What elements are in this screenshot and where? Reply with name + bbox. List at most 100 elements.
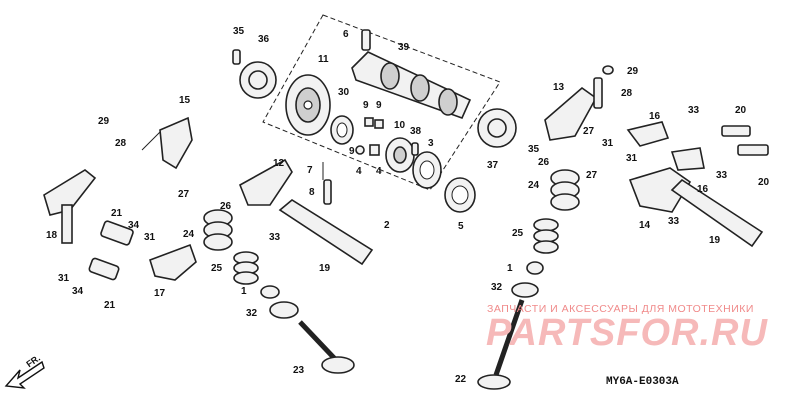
fr-arrow-icon <box>4 360 45 389</box>
callout-34-upper: 34 <box>128 220 140 231</box>
callout-27-left: 27 <box>178 189 190 200</box>
washer-32 <box>269 301 299 319</box>
valve-spring-24-right <box>550 169 580 211</box>
nut-29 <box>602 65 614 75</box>
callout-10: 10 <box>394 120 406 131</box>
ring-3 <box>412 151 442 189</box>
callout-25-right: 25 <box>512 228 524 239</box>
callout-29-right: 29 <box>627 66 639 77</box>
callout-21-lower: 21 <box>104 300 116 311</box>
pin-6 <box>361 29 371 51</box>
callout-26-left: 26 <box>220 201 232 212</box>
pin-35 <box>232 49 241 65</box>
seal-30 <box>330 115 354 145</box>
valve-22 <box>477 299 525 390</box>
callout-25-left: 25 <box>211 263 223 274</box>
callout-34-lower: 34 <box>72 286 84 297</box>
spring-28 <box>593 77 603 109</box>
callout-35-right: 35 <box>528 144 540 155</box>
tappet-screw-21 <box>88 220 134 281</box>
watermark-logo: PARTSFOR.RU <box>486 312 768 354</box>
pin-8 <box>323 179 332 205</box>
rocker-shaft-19 <box>278 199 374 266</box>
callout-13: 13 <box>553 82 565 93</box>
gear-10 <box>385 137 415 173</box>
callout-2: 2 <box>384 220 390 231</box>
rocker-arm-17 <box>149 243 197 281</box>
callout-9-top-right: 9 <box>376 100 382 111</box>
rocker-arm-13 <box>544 86 598 141</box>
bearing-36 <box>239 61 277 99</box>
rocker-shaft-19-right <box>670 178 764 248</box>
pin-38 <box>411 142 419 156</box>
callout-1-right: 1 <box>507 263 513 274</box>
valve-spring-24 <box>203 209 233 251</box>
callout-11: 11 <box>318 54 329 65</box>
callout-3: 3 <box>428 138 434 149</box>
callout-24-right: 24 <box>528 180 540 191</box>
callout-27-right-lower: 27 <box>586 170 598 181</box>
callout-30: 30 <box>338 87 350 98</box>
valve-spring-25 <box>233 251 259 285</box>
washer-32-right <box>511 282 539 298</box>
callout-21-upper: 21 <box>111 208 123 219</box>
callout-29-left: 29 <box>98 116 110 127</box>
rocker-arm-16 <box>626 121 705 171</box>
bolt-20 <box>721 125 769 156</box>
seal-1-right <box>526 261 544 275</box>
callout-33-right-upper: 33 <box>688 105 700 116</box>
callout-28-left: 28 <box>115 138 127 149</box>
callout-36: 36 <box>258 34 270 45</box>
callout-19-left: 19 <box>319 263 331 274</box>
callout-32-right: 32 <box>491 282 503 293</box>
seal-5 <box>444 177 476 213</box>
callout-31-middle: 31 <box>144 232 156 243</box>
camshaft-39 <box>351 51 472 120</box>
callout-37: 37 <box>487 160 499 171</box>
callout-1-left: 1 <box>241 286 247 297</box>
callout-31-lower: 31 <box>58 273 70 284</box>
camshaft-group-frame <box>262 14 501 191</box>
callout-20-lower: 20 <box>758 177 770 188</box>
callout-15: 15 <box>179 95 191 106</box>
callout-6: 6 <box>343 29 349 40</box>
callout-20-upper: 20 <box>735 105 747 116</box>
callout-8: 8 <box>309 187 315 198</box>
callout-17: 17 <box>154 288 166 299</box>
callout-12: 12 <box>273 158 285 169</box>
callout-9-top-left: 9 <box>363 100 369 111</box>
watermark-tagline: ЗАПЧАСТИ И АКСЕССУАРЫ ДЛЯ МОТОТЕХНИКИ <box>487 303 754 315</box>
valve-23 <box>298 320 355 374</box>
bearing-37 <box>477 108 517 148</box>
callout-39: 39 <box>398 42 410 53</box>
callout-16-upper: 16 <box>649 111 661 122</box>
callout-24-left: 24 <box>183 229 195 240</box>
callout-33-right-middle: 33 <box>716 170 728 181</box>
callout-32-left: 32 <box>246 308 258 319</box>
callout-35: 35 <box>233 26 245 37</box>
callout-7: 7 <box>307 165 313 176</box>
diagram-code: MY6A-E0303A <box>606 376 679 388</box>
decomp-parts-9 <box>355 117 384 156</box>
callout-14: 14 <box>639 220 651 231</box>
callout-9-lower: 9 <box>349 146 355 157</box>
callout-19-right: 19 <box>709 235 721 246</box>
rocker-arm-12 <box>238 158 293 206</box>
callout-23: 23 <box>293 365 305 376</box>
callout-4-right: 4 <box>376 166 382 177</box>
callout-33-right-lower: 33 <box>668 216 680 227</box>
callout-31-right-lower: 31 <box>626 153 638 164</box>
callout-31-right-upper: 31 <box>602 138 614 149</box>
callout-22: 22 <box>455 374 467 385</box>
seal-1 <box>260 285 280 299</box>
callout-33-left: 33 <box>269 232 281 243</box>
callout-18: 18 <box>46 230 58 241</box>
callout-28-right: 28 <box>621 88 633 99</box>
callout-27-right-upper: 27 <box>583 126 595 137</box>
callout-4-left: 4 <box>356 166 362 177</box>
valve-spring-25-right <box>533 218 559 254</box>
callout-16-lower: 16 <box>697 184 709 195</box>
callout-26-right: 26 <box>538 157 550 168</box>
